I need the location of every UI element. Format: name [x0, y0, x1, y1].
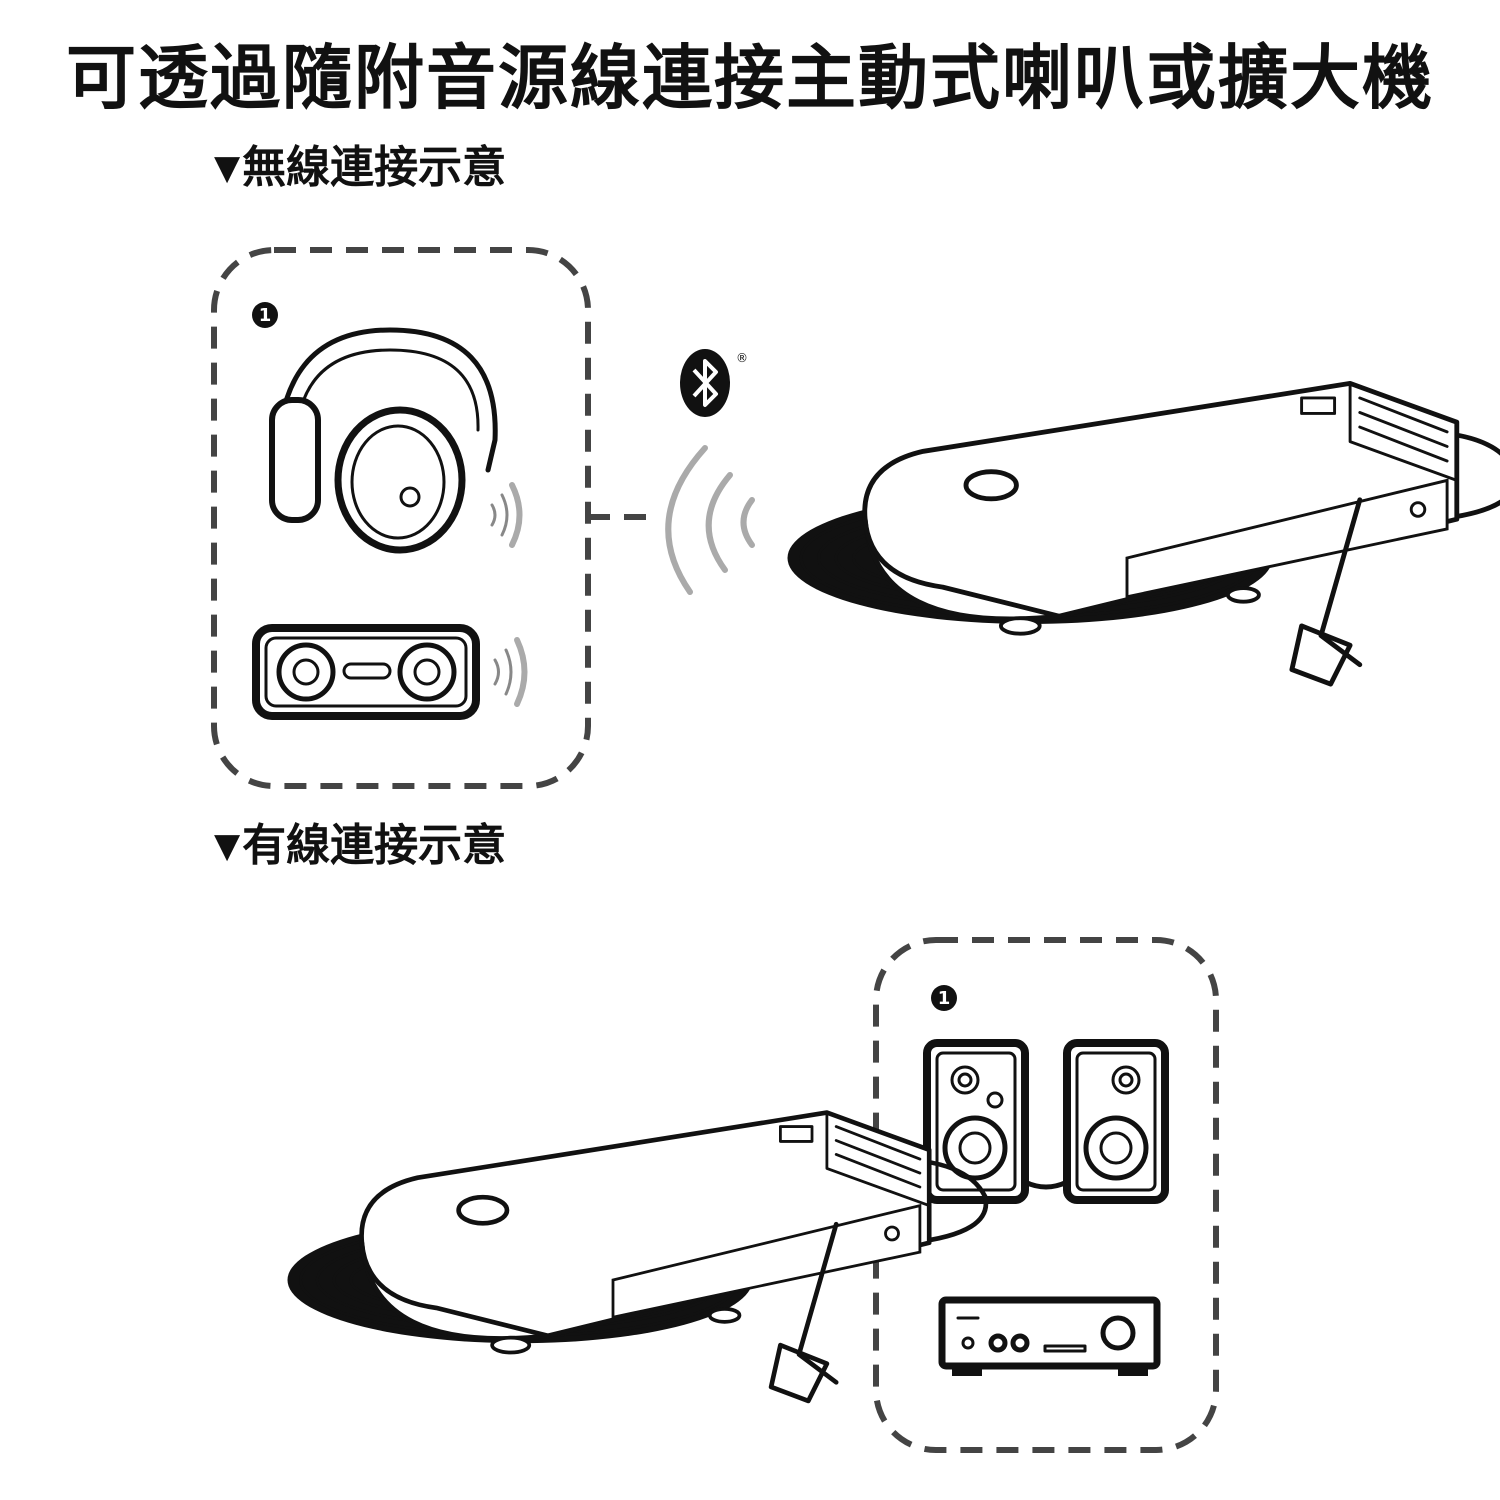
turntable-wired-icon	[287, 1113, 985, 1401]
headphones-signal-waves-icon	[490, 482, 523, 548]
turntable-wireless-icon	[788, 383, 1500, 684]
bluetooth-icon: ®	[680, 349, 748, 417]
wireless-label-text: 無線連接示意	[242, 142, 507, 193]
wired-label-text: 有線連接示意	[242, 820, 507, 871]
bluetooth-speaker-icon	[252, 624, 480, 720]
active-speakers-icon	[923, 1039, 1169, 1204]
wired-section-label: ▼有線連接示意	[214, 818, 506, 874]
wireless-badge-number: 1	[259, 305, 272, 326]
brand-logo-icon	[399, 486, 421, 508]
headphones-icon	[269, 327, 498, 554]
registered-mark: ®	[736, 351, 748, 365]
bluetooth-signal-waves-icon	[665, 445, 755, 595]
wired-badge-number: 1	[938, 988, 951, 1009]
wired-marker: ▼	[214, 826, 241, 866]
wired-badge: 1	[931, 985, 957, 1011]
page-title: 可透過隨附音源線連接主動式喇叭或擴大機	[66, 37, 1434, 119]
wireless-marker: ▼	[214, 148, 241, 188]
speaker-signal-waves-icon	[493, 637, 528, 707]
amplifier-icon	[938, 1296, 1161, 1376]
wireless-badge: 1	[252, 302, 278, 328]
wireless-section-label: ▼無線連接示意	[214, 140, 506, 196]
